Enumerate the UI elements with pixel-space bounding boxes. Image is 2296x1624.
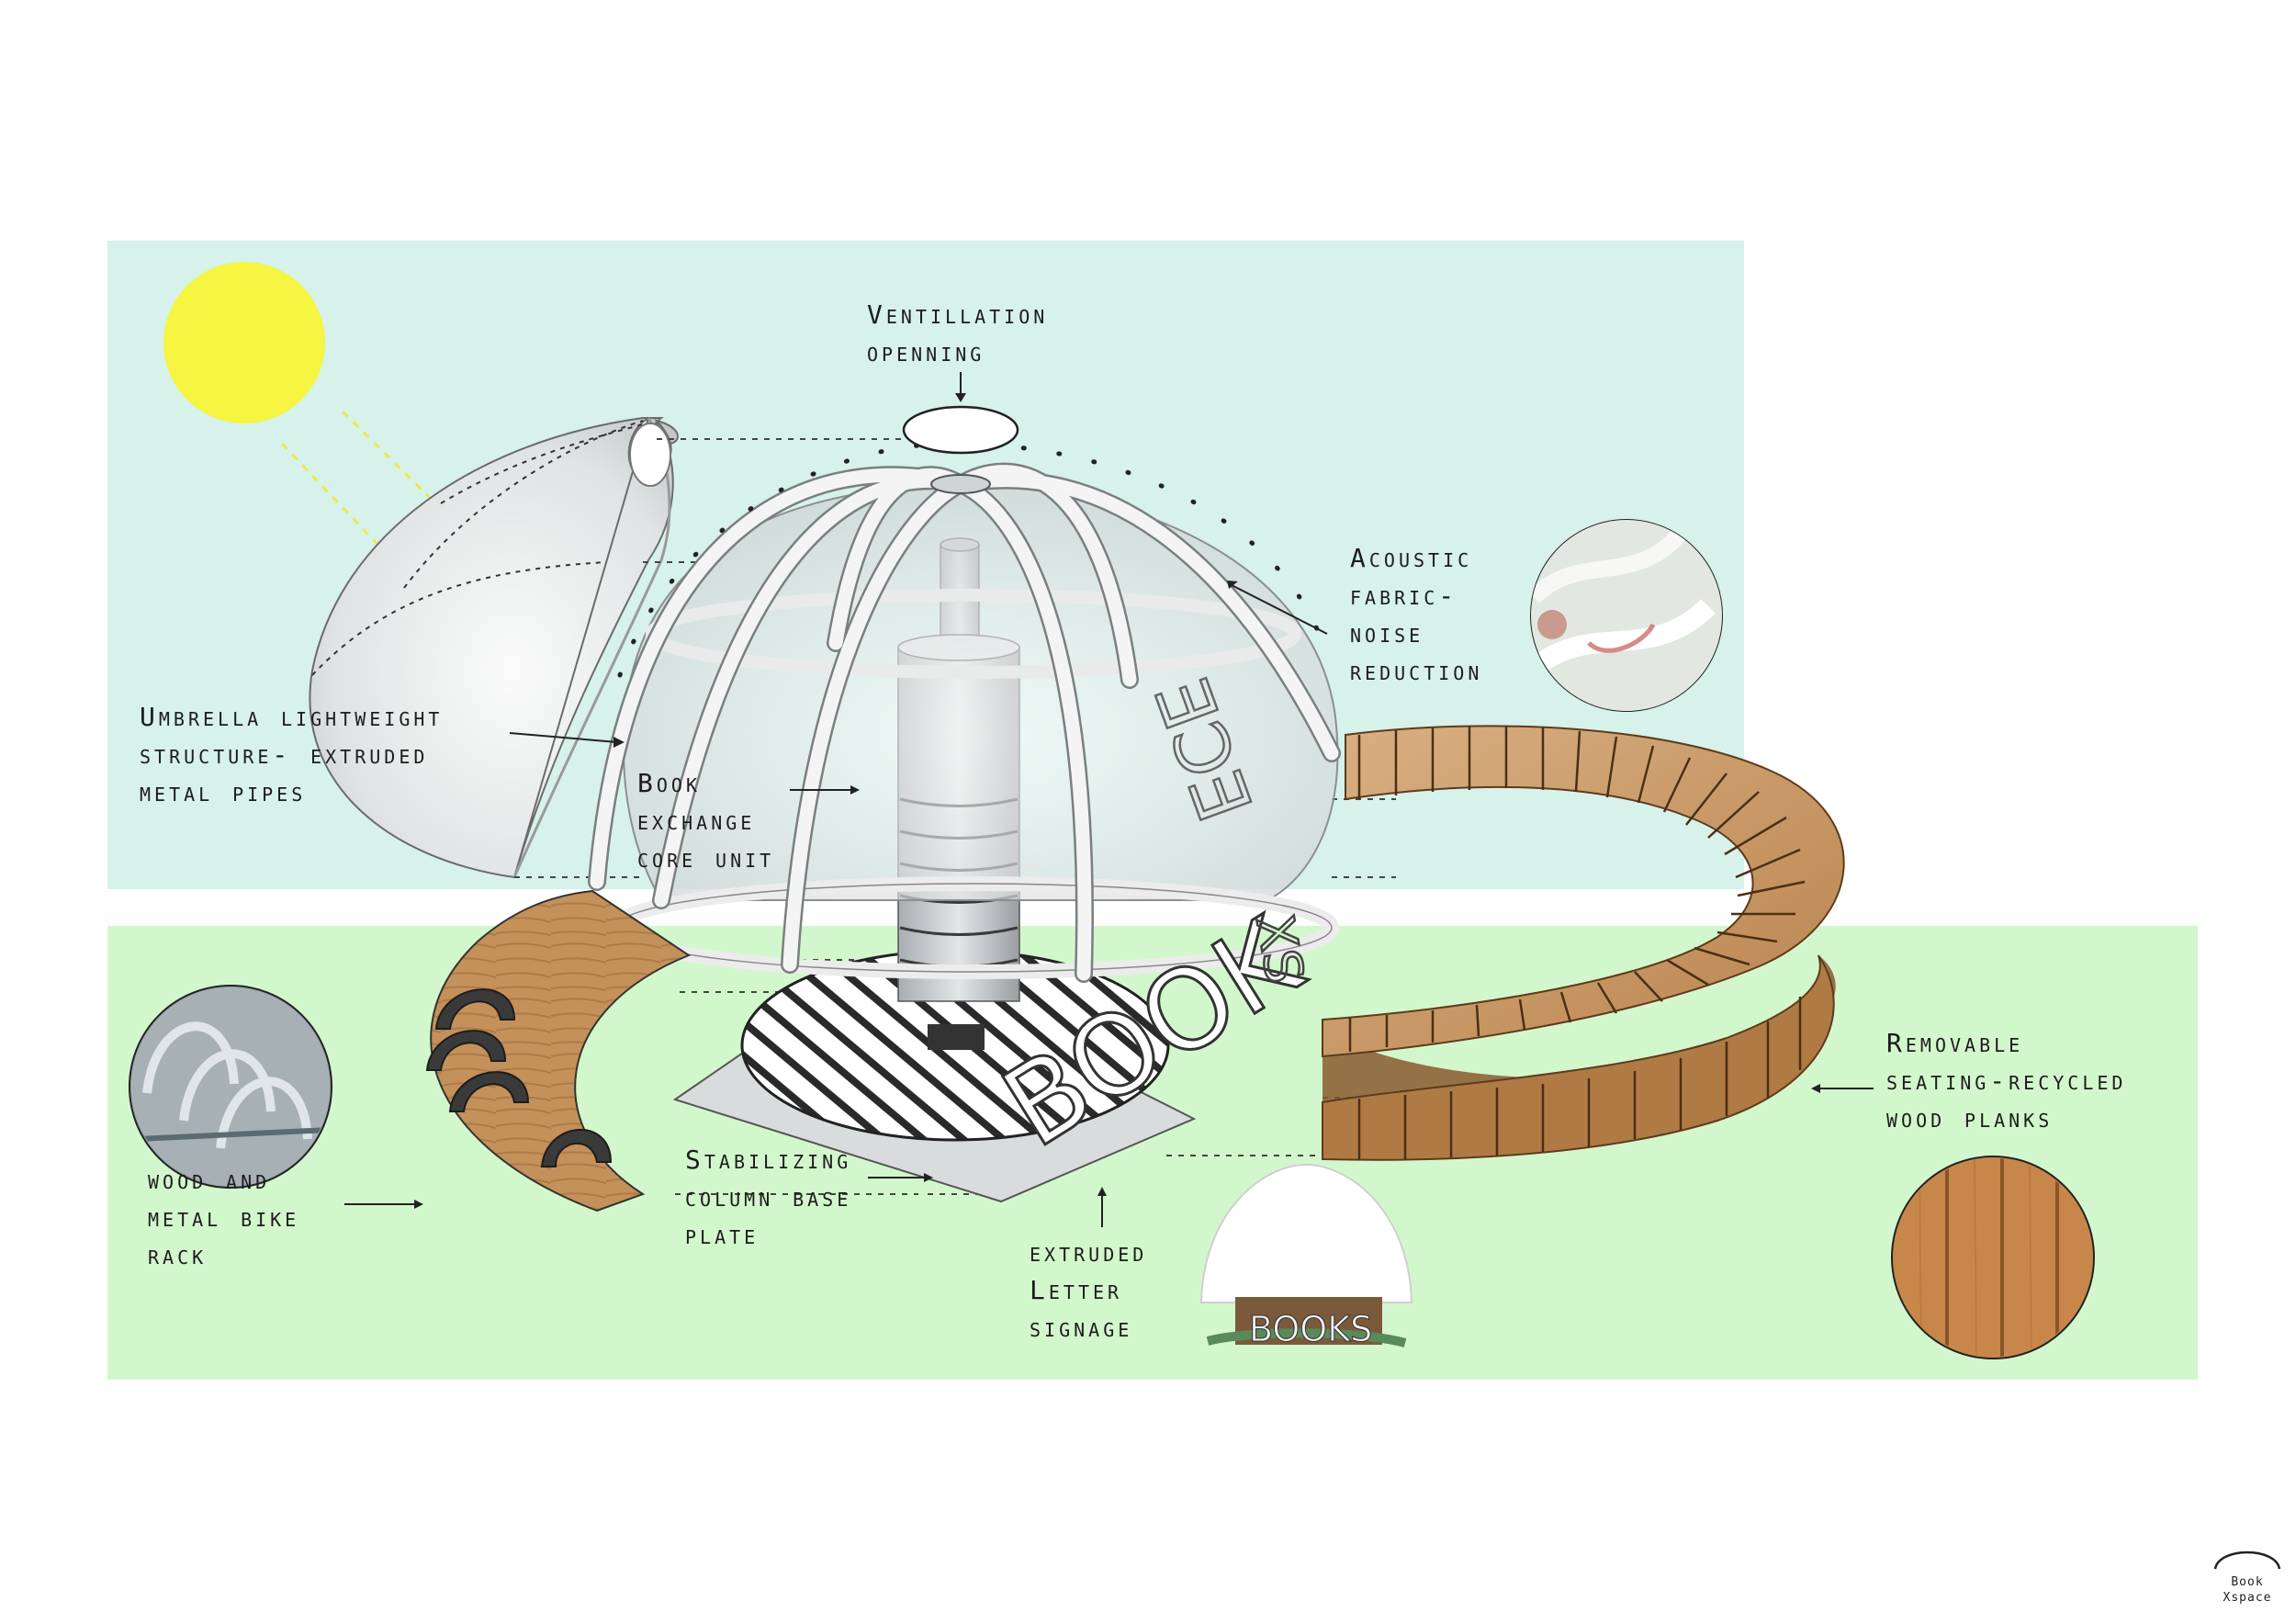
label-line: rack	[148, 1240, 208, 1270]
label-line: core unit	[637, 843, 775, 874]
vertical-signage-letters: XS	[1244, 910, 1314, 987]
acoustic-fabric-photo	[1530, 519, 1723, 712]
label-umbrella-structure: Umbrella lightweight structure- extruded…	[140, 698, 443, 811]
label-ventilation-opening: Ventillation openning	[867, 296, 1048, 371]
fabric-shell-seam-2	[403, 420, 644, 589]
leader-arrowheads	[414, 393, 1820, 1209]
leader-lines	[344, 372, 1874, 1227]
label-line: metal pipes	[140, 777, 307, 807]
book-xspace-logo: Book Xspace	[2208, 1539, 2287, 1618]
label-line: structure- extruded	[140, 739, 429, 770]
label-book-core-unit: Book exchange core unit	[637, 764, 774, 877]
umbrella-ribs	[588, 462, 1341, 983]
label-line: Ventillation	[867, 299, 1049, 330]
sun-icon	[163, 262, 325, 423]
seating-lower-planks	[1357, 997, 1802, 1159]
fabric-shell-seam-3	[440, 423, 644, 504]
label-line: Acoustic	[1350, 543, 1473, 573]
label-line: Book	[637, 768, 701, 798]
thumb-sign-letters: BOOKS	[1249, 1309, 1372, 1349]
seating-upper-ring	[1322, 725, 1845, 1058]
label-line: plate	[685, 1220, 760, 1250]
label-line: noise	[1350, 618, 1424, 648]
label-line: wood and	[148, 1165, 271, 1195]
label-letter-signage: extruded Letter signage	[1030, 1234, 1147, 1347]
label-line: extruded	[1030, 1237, 1148, 1268]
logo-line-1: Book	[2231, 1575, 2264, 1589]
label-line: wood planks	[1886, 1103, 2054, 1133]
label-line: metal bike	[148, 1202, 300, 1233]
bike-rack-stands	[425, 988, 613, 1167]
label-acoustic-fabric: Acoustic fabric- noise reduction	[1350, 539, 1482, 690]
logo-arc-icon	[2213, 1551, 2281, 1570]
label-base-plate: Stabilizing column base plate	[685, 1141, 851, 1254]
label-line: column base	[685, 1182, 852, 1212]
wood-planks-photo	[1891, 1156, 2095, 1359]
rib-hub	[930, 474, 991, 494]
logo-line-2: Xspace	[2223, 1591, 2272, 1605]
label-line: Letter	[1030, 1275, 1123, 1305]
label-line: fabric-	[1350, 581, 1458, 611]
label-line: Stabilizing	[685, 1145, 852, 1175]
bike-rack-photo	[129, 985, 332, 1189]
label-line: exchange	[637, 806, 756, 836]
fabric-shell-opening	[629, 423, 671, 487]
label-line: reduction	[1350, 656, 1483, 686]
ventilation-cap	[902, 405, 1019, 455]
fabric-shell-seam	[311, 561, 607, 676]
label-removable-seating: Removable seating-recycled wood planks	[1886, 1024, 2126, 1137]
label-line: openning	[867, 337, 985, 367]
signage-thumbnail: BOOKS	[1199, 1163, 1413, 1350]
label-line: Removable	[1886, 1028, 2024, 1058]
bike-rack-deck	[430, 889, 692, 1212]
label-line: signage	[1030, 1313, 1133, 1343]
label-bike-rack: wood and metal bike rack	[148, 1161, 299, 1274]
core-base-block	[928, 1024, 985, 1050]
seating-planks	[1348, 726, 1806, 1052]
label-line: Umbrella lightweight	[140, 702, 444, 732]
label-line: seating-recycled	[1886, 1066, 2127, 1096]
